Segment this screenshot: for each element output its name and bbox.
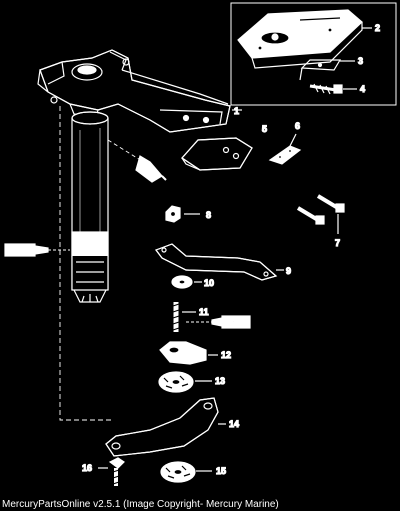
callout-12: 12 xyxy=(221,350,231,360)
tab-washer-part xyxy=(159,341,218,365)
friction-pad-part-13 xyxy=(158,371,212,393)
bolts-part-7 xyxy=(296,194,345,234)
callout-14: 14 xyxy=(229,419,239,429)
callout-10: 10 xyxy=(204,278,214,288)
swivel-bracket-part xyxy=(37,49,231,133)
callout-9: 9 xyxy=(286,266,291,276)
callout-16: 16 xyxy=(82,463,92,473)
callout-3: 3 xyxy=(358,56,363,66)
shim-part xyxy=(268,133,302,165)
strap-bracket-part xyxy=(155,243,284,281)
cover-plate-part xyxy=(237,9,363,69)
exploded-parts-diagram: 25 95 xyxy=(4,2,397,486)
callout-5: 5 xyxy=(262,124,267,134)
sealant-tag-95: 95 xyxy=(10,249,17,255)
callout-4: 4 xyxy=(360,84,365,94)
nut-part xyxy=(165,205,200,223)
washer-part-10 xyxy=(171,275,202,289)
sealant-tag-94: 94 xyxy=(228,321,235,327)
screw-part-4 xyxy=(309,83,343,95)
callout-7: 7 xyxy=(335,238,340,248)
sealant-tube-95: 95 xyxy=(4,243,70,257)
callout-8: 8 xyxy=(206,210,211,220)
callout-13: 13 xyxy=(215,376,225,386)
screw-part-16 xyxy=(98,457,125,486)
callout-6: 6 xyxy=(295,121,300,131)
copyright-caption: MercuryPartsOnline v2.5.1 (Image Copyrig… xyxy=(2,499,279,510)
callout-2: 2 xyxy=(375,23,380,33)
callout-1: 1 xyxy=(234,106,239,116)
friction-pad-part-15 xyxy=(160,461,212,483)
sealant-tube-25: 25 xyxy=(135,155,167,183)
stud-part xyxy=(172,302,196,332)
tension-arm-part xyxy=(105,397,226,457)
sealant-tube-94: 94 xyxy=(186,315,251,329)
callout-11: 11 xyxy=(199,307,209,317)
sealant-tag-25: 25 xyxy=(146,169,153,175)
steering-tube-part xyxy=(59,106,151,421)
clip-part xyxy=(299,59,342,81)
mounting-plate-part xyxy=(181,137,253,171)
inset-box xyxy=(230,2,397,106)
callout-15: 15 xyxy=(216,466,226,476)
